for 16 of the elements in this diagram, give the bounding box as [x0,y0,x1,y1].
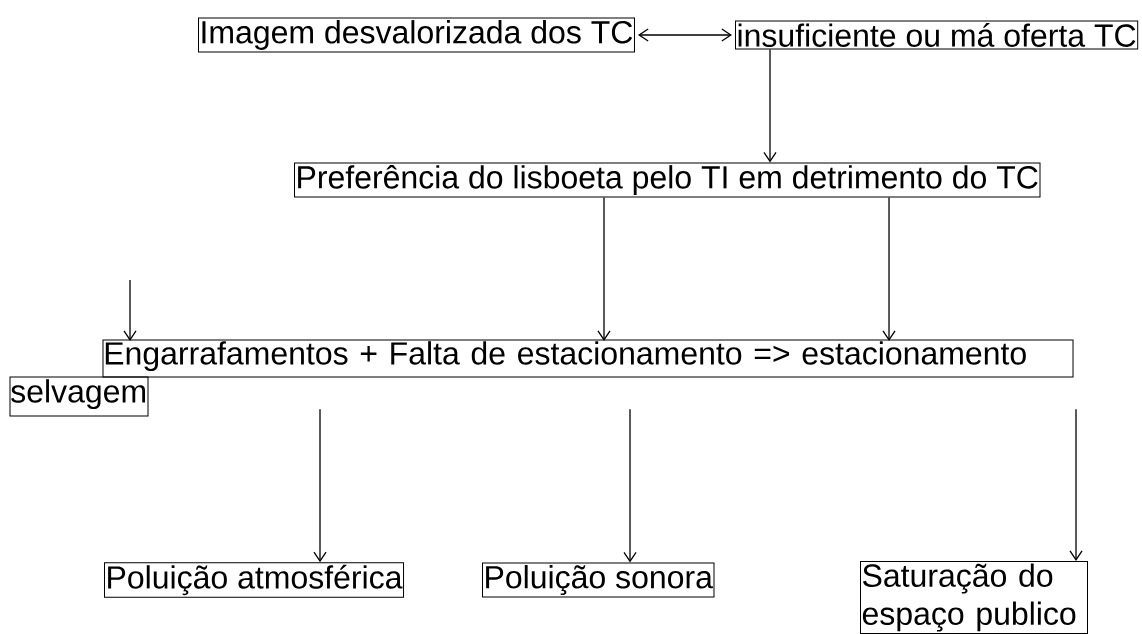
text-box: Poluição sonora [482,562,715,598]
text-box: Saturação do espaço publico [860,561,1088,634]
arrow [313,408,327,563]
arrow [1069,408,1083,561]
arrow [763,48,777,163]
text-box: Engarrafamentos + Falta de estacionamento => estacionamento selvagem [9,339,1074,417]
arrow [597,196,611,341]
text-box: insuficiente ou má oferta TC [735,20,1139,50]
text-box: Imagem desvalorizada dos TC [198,17,635,53]
double-arrow [637,28,732,42]
arrow [623,408,637,563]
arrow [123,279,137,341]
text-box: Poluição atmosférica [104,562,405,598]
node-label: selvagem [11,379,146,410]
text-box: Preferência do lisboeta pelo TI em detrimento do TC [294,162,1041,198]
arrow [882,196,896,341]
